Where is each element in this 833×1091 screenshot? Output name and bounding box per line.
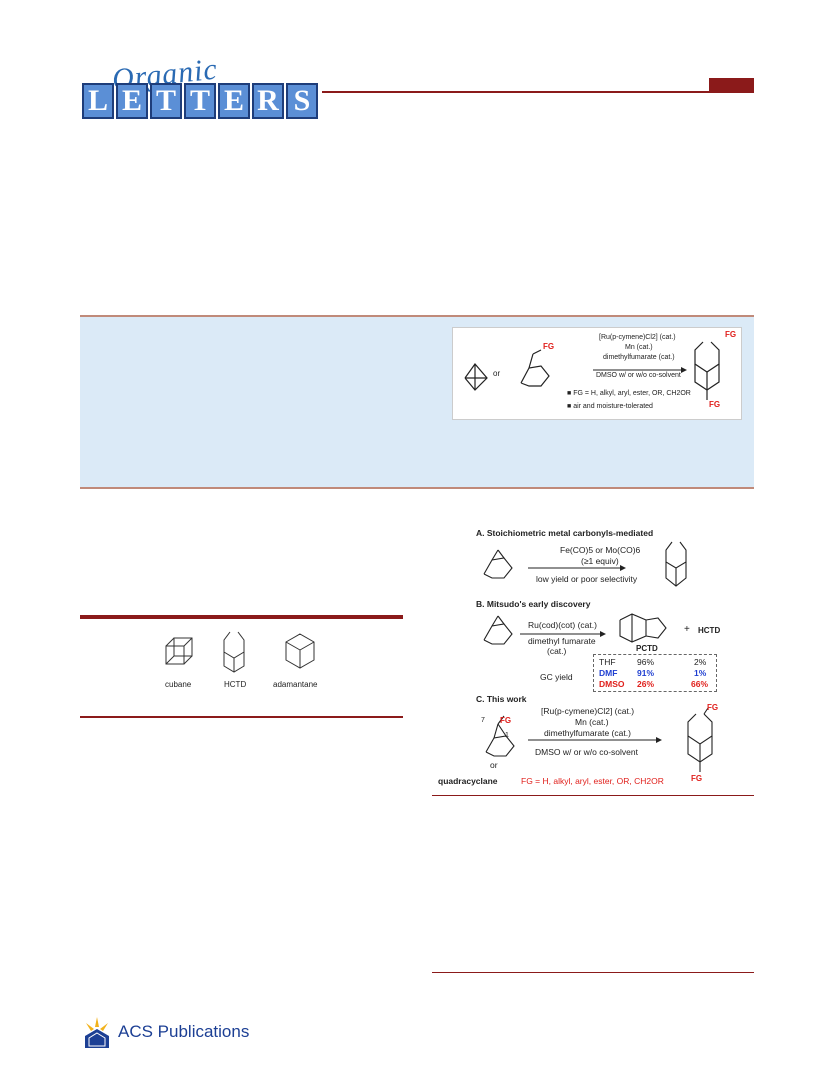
journal-logo: L E T T E R S [82, 83, 318, 119]
toc-solvent: DMSO w/ or w/o co-solvent [596, 372, 681, 379]
scheme-a-reagent-1: Fe(CO)5 or Mo(CO)6 [560, 545, 641, 555]
gc-yield-row: THF 96% 2% [599, 657, 711, 668]
toc-bullet-2: ■ air and moisture-tolerated [567, 403, 653, 410]
scheme-c-structures [485, 707, 713, 772]
scheme-b-plus: + [684, 624, 690, 635]
scheme-c-fg-note: FG = H, alkyl, aryl, ester, OR, CH2OR [521, 776, 664, 786]
logo-letter: T [150, 83, 182, 119]
figure1-bottom-rule [80, 716, 403, 718]
scheme-c-substituted-norbornadiene [485, 715, 515, 757]
gc-yield-row: DMF 91% 1% [599, 668, 711, 679]
hctd-structure [223, 631, 245, 673]
toc-mn: Mn (cat.) [625, 344, 653, 351]
scheme-c-position-7: 7 [481, 717, 485, 724]
scheme-c-position-1: 1 [505, 732, 509, 739]
scheme-b-title: B. Mitsudo's early discovery [476, 599, 591, 609]
figure1-label-adamantane: adamantane [273, 680, 318, 689]
toc-catalyst: [Ru(p-cymene)Cl2] (cat.) [599, 334, 676, 341]
scheme-c-title: C. This work [476, 694, 527, 704]
gc-yield-table: THF 96% 2% DMF 91% 1% DMSO 26% 66% [593, 654, 717, 692]
scheme-c-quadracyclane-label: quadracyclane [438, 776, 498, 786]
gc-yield-row: DMSO 26% 66% [599, 679, 711, 690]
logo-letter: E [116, 83, 148, 119]
toc-product-fg-bottom: FG [709, 400, 721, 409]
figure1-top-rule [80, 615, 403, 619]
scheme-b-pctd [619, 613, 667, 643]
scheme-b-gc-label: GC yield [540, 672, 573, 682]
adamantane-structure [285, 633, 315, 669]
gc-row-hctd: 2% [694, 657, 707, 667]
figure1-label-hctd: HCTD [224, 680, 247, 689]
scheme-b-pctd-label: PCTD [636, 644, 658, 653]
gc-row-hctd: 1% [694, 668, 707, 678]
scheme-c-solvent: DMSO w/ or w/o co-solvent [535, 747, 638, 757]
toc-bullet-2-text: air and moisture-tolerated [573, 403, 653, 410]
toc-structures [464, 341, 720, 400]
figure1-structures [165, 631, 315, 673]
toc-bullet-1-text: FG = H, alkyl, aryl, ester, OR, CH2OR [573, 390, 691, 397]
scheme-bottom-rule [432, 795, 754, 796]
scheme-c-or-label: or [490, 760, 498, 770]
cubane-structure [165, 637, 193, 665]
scheme-b-reagent-3: (cat.) [547, 646, 567, 656]
scheme-a-structures [483, 541, 687, 587]
toc-ligand: dimethylfumarate (cat.) [603, 354, 675, 361]
logo-letter: S [286, 83, 318, 119]
scheme-c-fg-label: FG [500, 716, 512, 725]
gc-row-hctd: 66% [691, 679, 709, 689]
toc-product-fg-top: FG [725, 330, 737, 339]
quadricyclane-structure [464, 363, 488, 391]
toc-fg-label: FG [543, 342, 555, 351]
figure1-label-cubane: cubane [165, 680, 192, 689]
acs-logo-icon [85, 1017, 109, 1048]
toc-graphic: or FG [Ru(p-cymene)Cl2] (cat.) Mn (cat.)… [452, 327, 742, 420]
logo-letter: R [252, 83, 284, 119]
gc-row-solvent: DMF [599, 668, 618, 678]
scheme-a-title: A. Stoichiometric metal carbonyls-mediat… [476, 528, 654, 538]
gc-row-pctd: 26% [637, 679, 655, 689]
scheme-a-reagent-2: (≥1 equiv) [581, 556, 619, 566]
scheme-b-reagent-1: Ru(cod)(cot) (cat.) [528, 620, 597, 630]
column-bottom-rule [432, 972, 754, 973]
gc-row-solvent: DMSO [599, 679, 625, 689]
header-tab [709, 78, 754, 91]
header-rule [322, 91, 754, 93]
logo-letter: E [218, 83, 250, 119]
publisher-name[interactable]: ACS Publications [118, 1022, 250, 1041]
gc-row-pctd: 96% [637, 657, 655, 667]
logo-letter: L [82, 83, 114, 119]
scheme-a-product [665, 541, 687, 587]
scheme-c-product [687, 707, 713, 772]
scheme-c-ligand: dimethylfumarate (cat.) [544, 728, 631, 738]
scheme-b-structures [483, 613, 667, 645]
scheme-c-product-fg-top: FG [707, 703, 719, 712]
toc-or-label: or [493, 369, 501, 378]
scheme-b-reagent-2: dimethyl fumarate [528, 636, 596, 646]
toc-bullet-1: ■ FG = H, alkyl, aryl, ester, OR, CH2OR [567, 390, 691, 397]
scheme-b-norbornadiene [483, 615, 513, 645]
norbornadiene-structure [520, 349, 550, 387]
scheme-c-catalyst: [Ru(p-cymene)Cl2] (cat.) [541, 706, 635, 716]
gc-row-solvent: THF [599, 657, 616, 667]
scheme-a-norbornadiene [483, 549, 513, 579]
scheme-a-note: low yield or poor selectivity [536, 574, 638, 584]
gc-row-pctd: 91% [637, 668, 655, 678]
logo-letter: T [184, 83, 216, 119]
hctd-product-structure [694, 341, 720, 400]
scheme-c-product-fg-bottom: FG [691, 774, 703, 783]
scheme-b-hctd-label: HCTD [698, 626, 721, 635]
scheme-c-mn: Mn (cat.) [575, 717, 609, 727]
